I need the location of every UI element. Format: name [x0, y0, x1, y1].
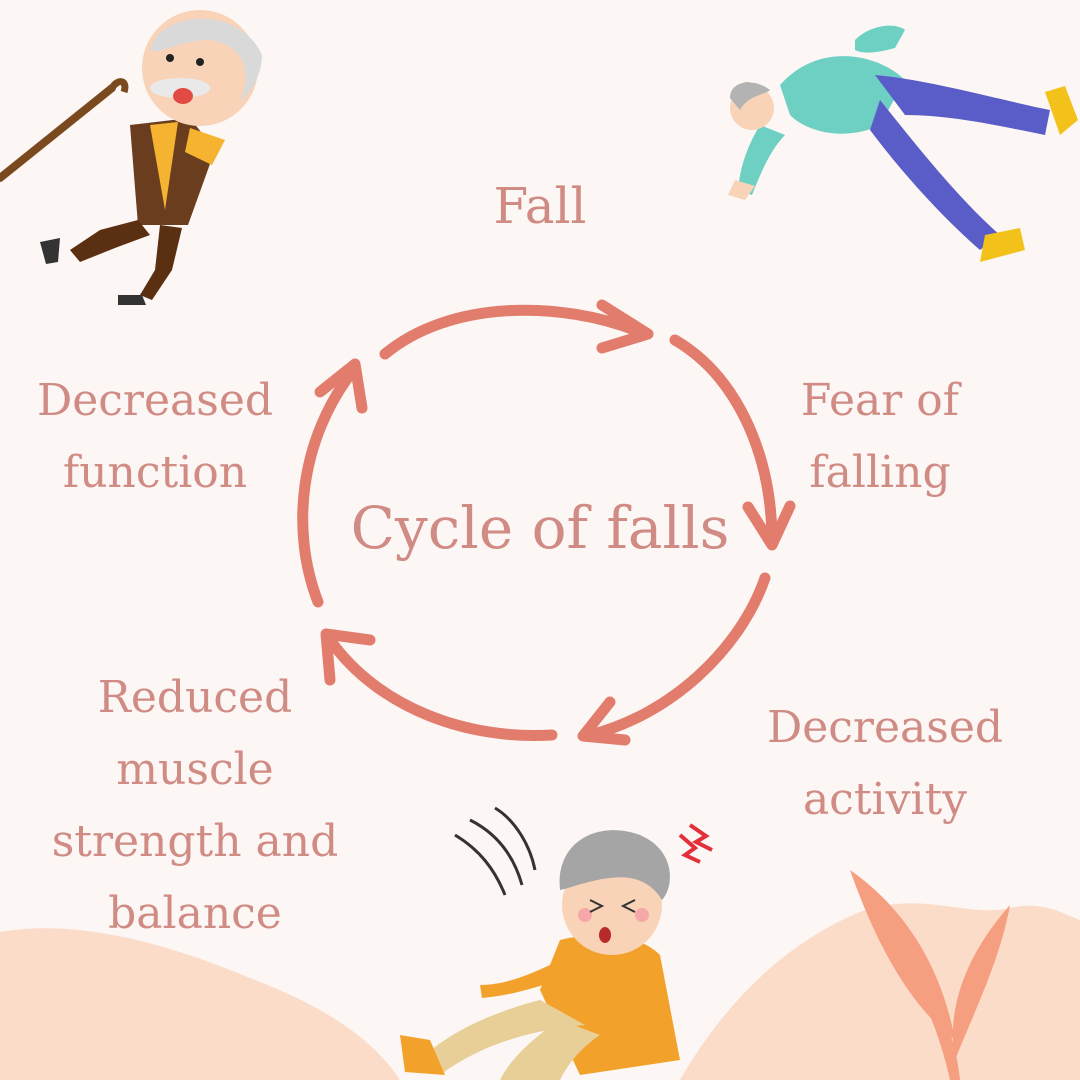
arrow-function-to-fall	[297, 366, 358, 608]
cycle-arrows	[297, 299, 796, 746]
arrowhead-activity-to-muscle	[577, 696, 631, 746]
arrow-fear-to-activity	[669, 334, 778, 541]
step-label-decreased-activity: Decreased activity	[766, 702, 1004, 825]
plant-icon	[850, 870, 1010, 1080]
arrowhead-fall-to-fear	[596, 299, 654, 354]
arrowhead-fear-to-activity	[742, 500, 796, 551]
arrow-muscle-to-function	[324, 634, 558, 742]
step-label-decreased-function: Decreased function	[36, 375, 274, 498]
step-label-fear-of-falling: Fear of falling	[800, 375, 960, 498]
arrow-activity-to-muscle	[584, 572, 771, 741]
background-blob-left	[0, 928, 400, 1080]
elderly-woman-falling-icon	[728, 25, 1078, 262]
step-label-reduced-muscle-strength: Reduced muscle strength and balance	[51, 672, 339, 939]
arrow-fall-to-fear	[379, 304, 646, 360]
elderly-man-with-cane-icon	[0, 10, 262, 305]
center-title: Cycle of falls	[350, 494, 730, 562]
arrowhead-function-to-fall	[314, 358, 368, 414]
elderly-woman-sitting-icon	[400, 806, 713, 1080]
arrowhead-muscle-to-function	[320, 628, 376, 686]
step-label-fall: Fall	[493, 177, 587, 235]
